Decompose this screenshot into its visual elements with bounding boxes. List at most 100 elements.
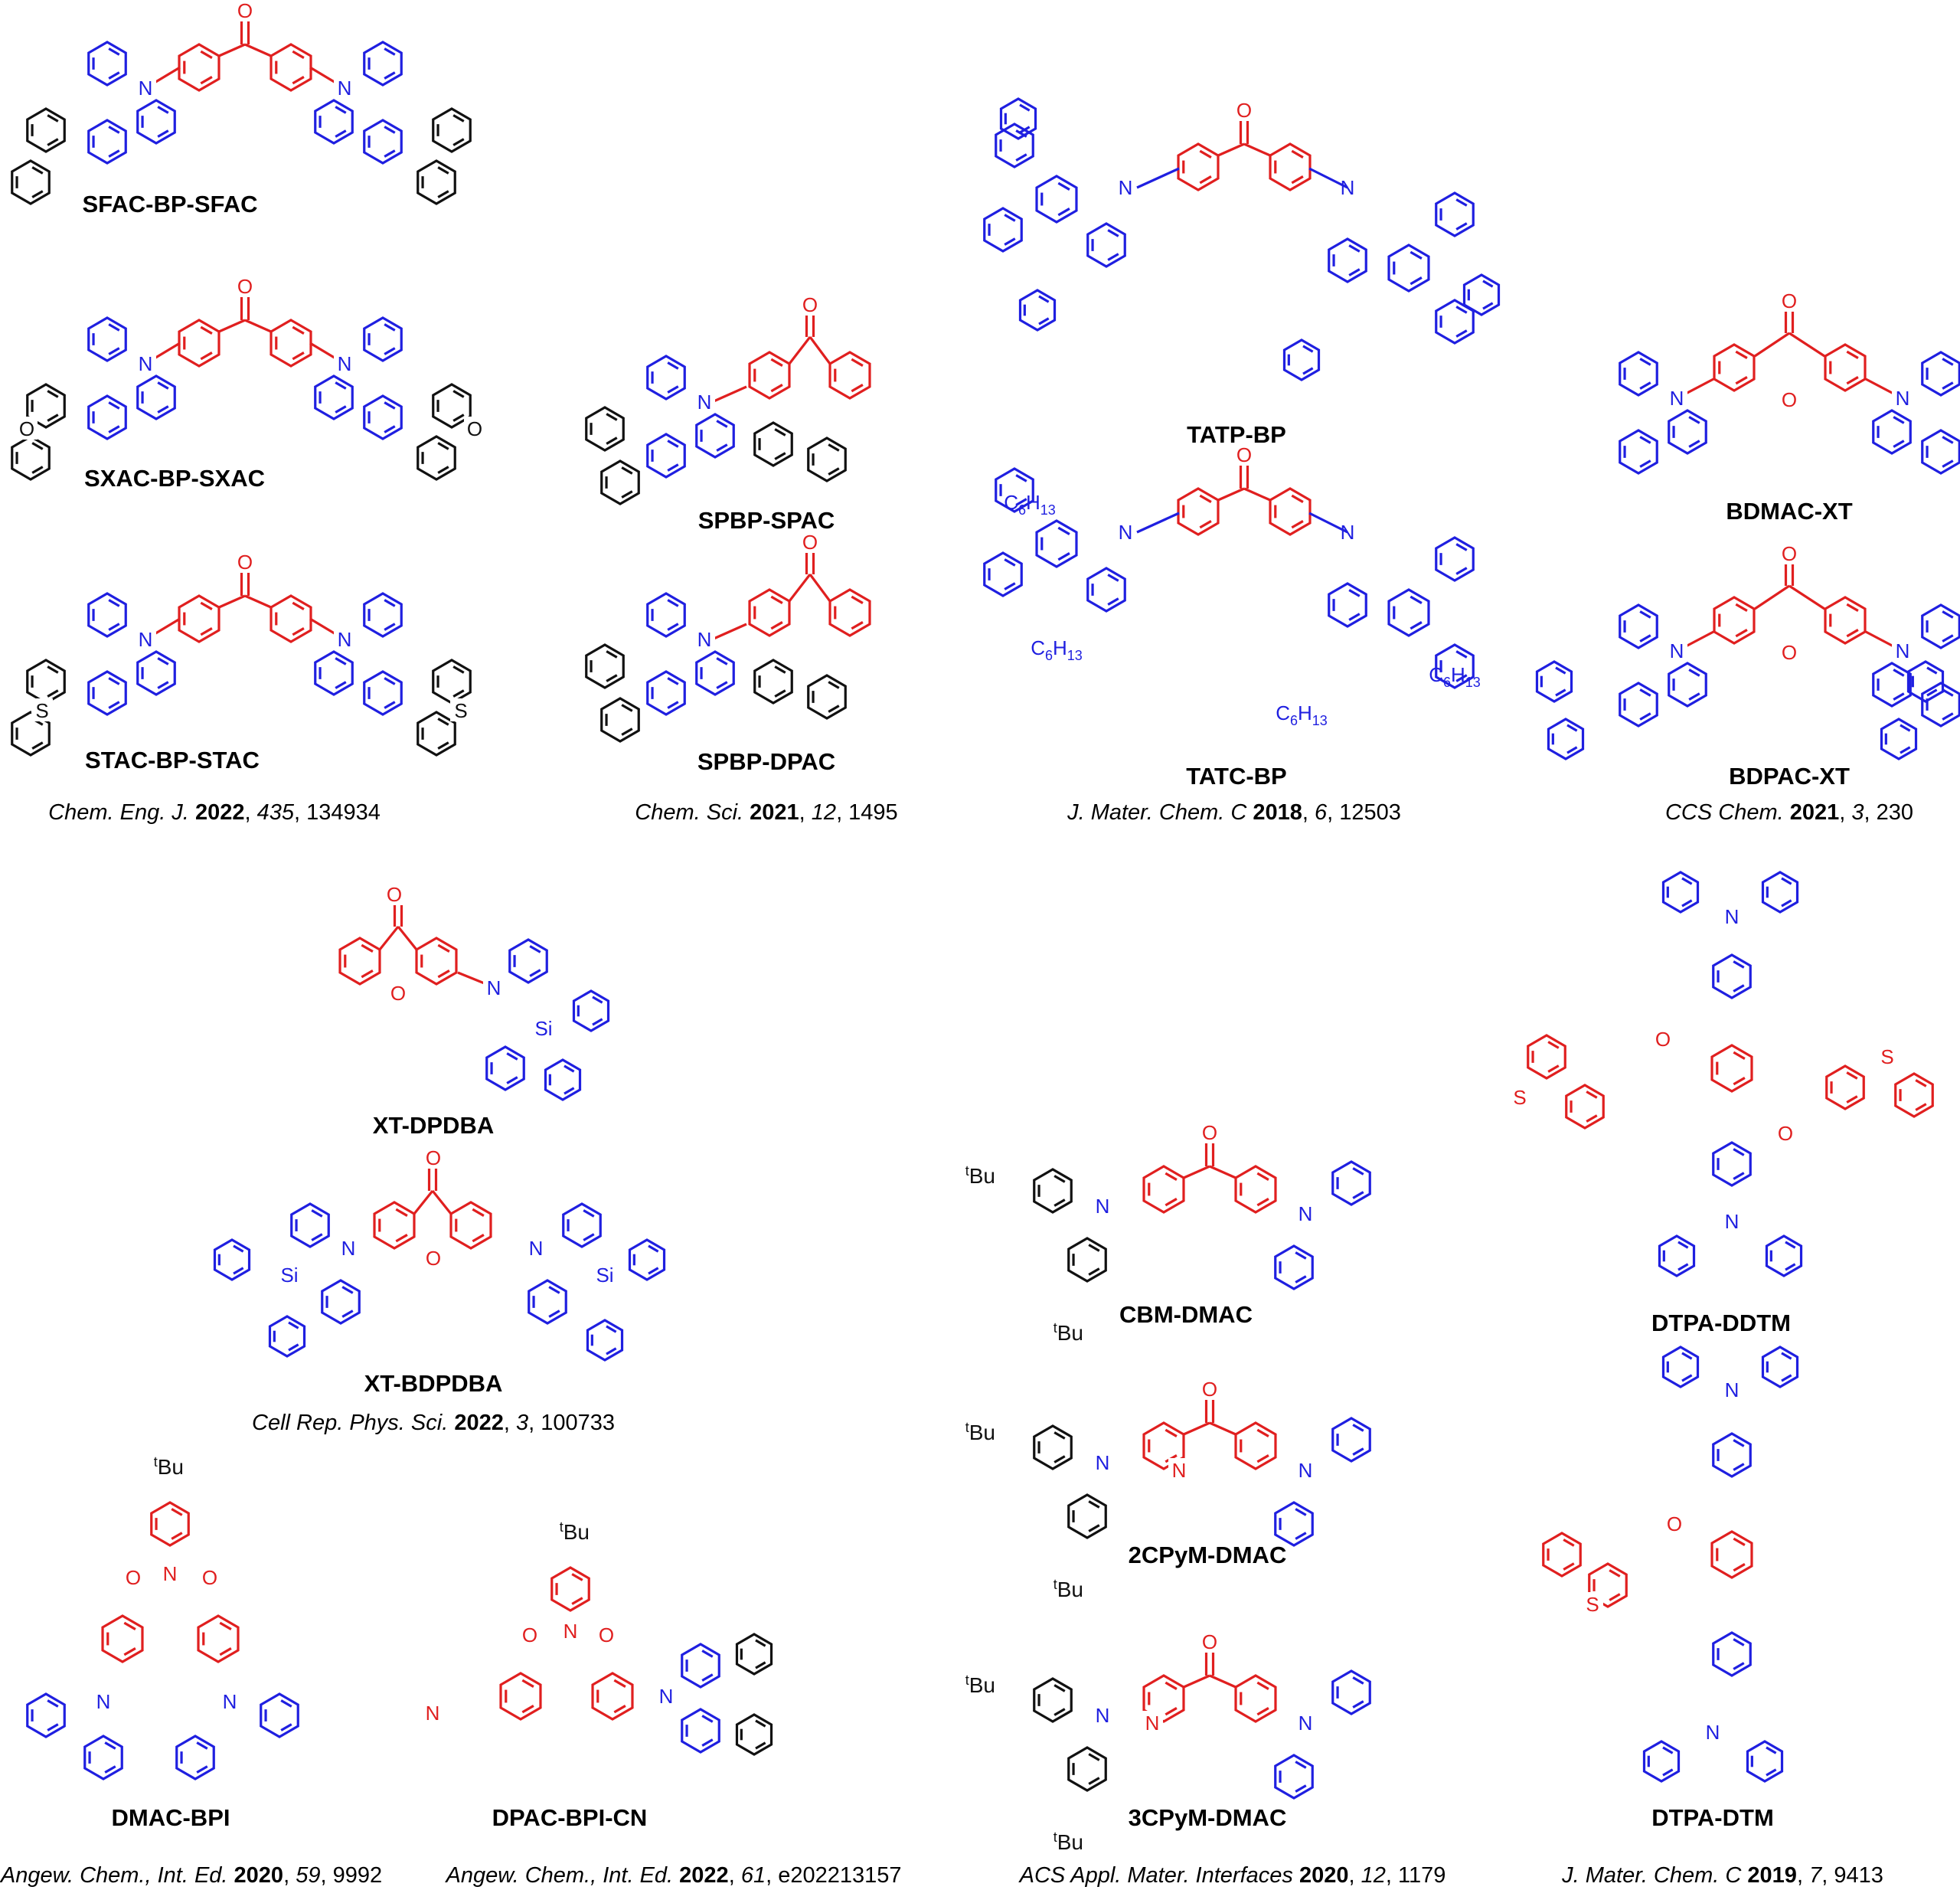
- double-bond: [1291, 175, 1304, 185]
- xanthone-oxygen-bg: [423, 1246, 444, 1269]
- double-bond: [384, 323, 396, 332]
- acridine-left-ring-b: [136, 374, 176, 420]
- double-bond: [437, 466, 449, 474]
- acridine-right-ring-b: [314, 99, 354, 145]
- reference-page: , 9992: [320, 1863, 382, 1888]
- double-bond: [47, 390, 59, 398]
- tert-butyl-group: tBu: [1054, 1320, 1083, 1345]
- acridine-left-ring-c: [87, 670, 127, 716]
- tbu-superscript: t: [965, 1163, 969, 1179]
- reference-sep: ,: [283, 1863, 296, 1888]
- double-bond: [606, 1347, 617, 1355]
- double-bond: [667, 463, 679, 472]
- bond: [218, 43, 246, 57]
- double-bond: [1900, 746, 1911, 754]
- imide-oxygen: O: [126, 1566, 141, 1589]
- phenyl-ring: [1746, 1740, 1784, 1783]
- xanthone-oxygen: O: [1782, 641, 1797, 664]
- label-2cpym-dmac: 2CPyM-DMAC: [1129, 1542, 1287, 1568]
- reference-year: 2022: [454, 1411, 504, 1435]
- double-bond: [828, 681, 840, 689]
- carbonyl-oxygen: O: [1202, 1121, 1217, 1144]
- tert-butyl-group: tBu: [965, 1163, 995, 1188]
- bond: [1788, 584, 1825, 610]
- double-bond: [157, 681, 169, 689]
- reference-journal: Angew. Chem., Int. Ed.: [445, 1863, 680, 1888]
- spiro-left-ring-1: [26, 383, 66, 429]
- imide-oxygen-bg: [122, 1565, 144, 1588]
- double-bond: [1735, 376, 1748, 385]
- double-bond: [1256, 1681, 1269, 1690]
- reference-year: 2021: [750, 800, 799, 825]
- acridine-ring: [1331, 1669, 1371, 1715]
- double-bond: [1555, 666, 1566, 675]
- bond: [244, 43, 272, 57]
- phenyl-ring: [1880, 718, 1918, 760]
- double-bond: [667, 440, 679, 448]
- tert-butyl-group: tBu: [1054, 1830, 1083, 1854]
- double-bond: [1410, 250, 1423, 260]
- double-bond: [384, 149, 396, 158]
- reference-year: 2018: [1253, 800, 1302, 825]
- bond: [788, 336, 812, 365]
- imide-oxygen-bg: [596, 1623, 617, 1646]
- double-bond: [1165, 1198, 1178, 1207]
- double-bond: [1455, 650, 1468, 659]
- double-bond: [47, 414, 59, 422]
- double-bond: [1942, 610, 1954, 619]
- hexyl-c: C: [1004, 491, 1018, 514]
- double-bond: [123, 1621, 136, 1630]
- imide-oxygen: O: [522, 1624, 537, 1646]
- double-bond: [1733, 1662, 1745, 1670]
- acceptor-ring: [1234, 1165, 1277, 1214]
- double-bond: [1455, 567, 1468, 575]
- double-bond: [437, 442, 449, 450]
- acceptor-ring: [178, 43, 220, 92]
- n-phenyl-ring: [1462, 273, 1501, 316]
- double-bond: [1410, 621, 1423, 630]
- pyridine-nitrogen: N: [1145, 1712, 1160, 1735]
- nitrogen-atom-bg: [525, 1236, 547, 1259]
- double-bond: [606, 437, 618, 445]
- double-bond: [1547, 1041, 1560, 1049]
- double-bond: [1352, 1700, 1364, 1709]
- imide-nitrogen: N: [564, 1620, 578, 1643]
- acridine-right-ring-a: [363, 41, 403, 87]
- bond: [1865, 378, 1896, 396]
- double-bond: [108, 677, 120, 685]
- double-bond: [1942, 381, 1954, 390]
- double-bond: [108, 425, 120, 433]
- sulfur-atom-bg: [1877, 1045, 1898, 1068]
- double-bond: [452, 414, 465, 422]
- indole-ring-4: [1435, 191, 1475, 237]
- double-bond: [1733, 1537, 1746, 1546]
- double-bond: [701, 1715, 714, 1723]
- carbonyl-oxygen: O: [426, 1146, 441, 1169]
- bond: [1684, 630, 1714, 649]
- nitrogen-atom: N: [338, 352, 352, 375]
- double-bond: [667, 701, 679, 709]
- double-bond: [1555, 688, 1566, 697]
- double-bond: [1455, 543, 1468, 551]
- double-bond: [104, 1741, 116, 1750]
- xanthone-ring-right: [415, 937, 458, 986]
- spiro-right-ring-2: [416, 711, 456, 757]
- double-bond: [828, 443, 840, 452]
- phenylene-ring: [1712, 1141, 1752, 1187]
- reference-year: 2019: [1747, 1863, 1797, 1888]
- acceptor-ring: [1142, 1674, 1185, 1723]
- double-bond: [472, 1234, 485, 1243]
- amine-nitrogen: N: [1725, 1378, 1740, 1401]
- carbonyl-oxygen-bg: [1775, 1121, 1796, 1144]
- nitrogen-atom: N: [338, 628, 352, 651]
- tbu-superscript: t: [154, 1454, 158, 1470]
- acridine-left-ring-c: [1619, 429, 1658, 475]
- double-bond: [701, 1673, 714, 1682]
- bond: [788, 574, 812, 602]
- double-bond: [1942, 634, 1954, 643]
- nitrogen-atom: N: [1119, 521, 1133, 544]
- double-bond: [384, 401, 396, 410]
- spiro-right-ring-2: [416, 159, 456, 205]
- double-bond: [564, 1087, 575, 1095]
